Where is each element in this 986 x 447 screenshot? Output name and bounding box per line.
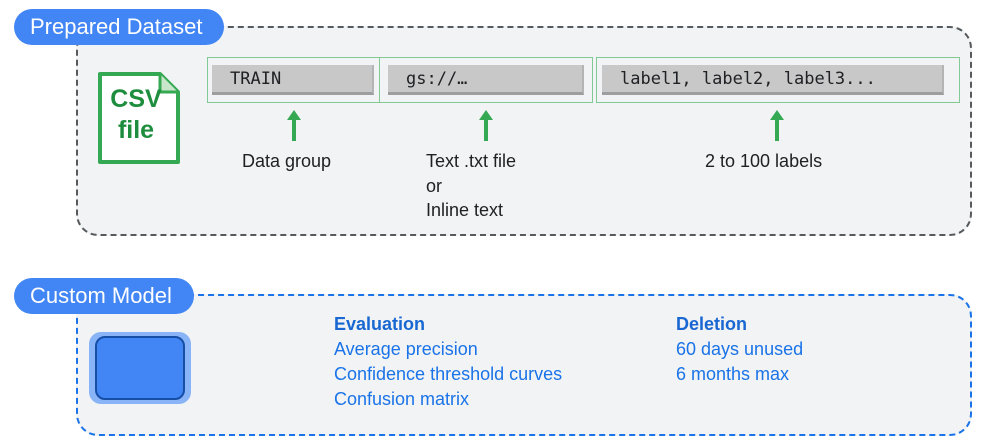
deletion-item: 60 days unused — [676, 339, 804, 359]
up-arrow-icon — [287, 110, 301, 141]
text-source-caption: Text .txt file or Inline text — [426, 149, 516, 223]
csv-columns-frame — [207, 57, 593, 103]
text-source-line-2: or — [426, 175, 443, 196]
data-group-caption-text: Data group — [242, 151, 332, 171]
csv-file-label: CSV file — [96, 84, 176, 146]
labels-field: label1, label2, label3... — [602, 65, 944, 95]
up-arrow-icon — [770, 110, 784, 141]
labels-caption: 2 to 100 labels — [705, 149, 822, 174]
gcs-path-field: gs://… — [388, 65, 584, 95]
up-arrow-icon — [479, 110, 493, 141]
custom-model-panel — [76, 294, 972, 436]
custom-model-tab: Custom Model — [14, 278, 194, 314]
evaluation-heading: Evaluation — [334, 314, 426, 334]
csv-file-icon — [98, 72, 180, 164]
csv-column-divider — [379, 57, 380, 103]
deletion-heading: Deletion — [676, 314, 748, 334]
evaluation-item: Average precision — [334, 339, 478, 359]
evaluation-item: Confidence threshold curves — [334, 364, 563, 384]
model-icon-inner — [95, 336, 185, 400]
csv-label-line-1: CSV — [110, 85, 162, 113]
prepared-dataset-panel — [76, 26, 972, 236]
data-group-field: TRAIN — [212, 65, 374, 95]
csv-label-line-2: file — [117, 116, 155, 144]
data-group-caption: Data group — [242, 149, 331, 174]
prepared-dataset-tab: Prepared Dataset — [14, 9, 225, 45]
csv-labels-frame — [596, 57, 960, 103]
text-source-line-1: Text .txt file — [426, 151, 517, 171]
evaluation-item: Confusion matrix — [334, 389, 470, 409]
labels-caption-text: 2 to 100 labels — [705, 151, 823, 171]
text-source-line-3: Inline text — [426, 200, 504, 220]
deletion-item: 6 months max — [676, 364, 790, 384]
